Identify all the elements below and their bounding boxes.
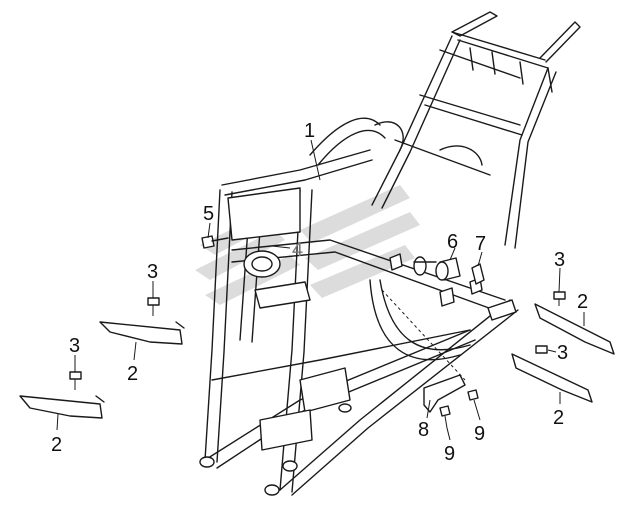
screw-b bbox=[467, 389, 479, 411]
leader-lines bbox=[74, 139, 561, 419]
bracket-left-lower bbox=[19, 395, 105, 419]
bolt-left-lower bbox=[69, 371, 82, 390]
callout-3-right-lower: 3 bbox=[557, 342, 568, 364]
callout-5: 5 bbox=[203, 203, 214, 225]
callout-9-b: 9 bbox=[474, 423, 485, 445]
callout-1: 1 bbox=[304, 120, 315, 142]
callout-2-right-upper: 2 bbox=[577, 291, 588, 313]
callout-labels: 1 5 4 6 7 3 3 3 3 2 2 2 2 8 9 9 bbox=[51, 120, 588, 465]
leader-9-b bbox=[476, 409, 481, 421]
bracket-left-upper bbox=[99, 321, 185, 345]
bolt-right-upper bbox=[553, 291, 566, 306]
callout-2-left-upper: 2 bbox=[127, 363, 138, 385]
bracket-right-upper bbox=[534, 303, 615, 355]
callout-6: 6 bbox=[447, 231, 458, 253]
bolt-right-lower bbox=[535, 345, 548, 354]
callout-8: 8 bbox=[418, 419, 429, 441]
callout-3-left-upper: 3 bbox=[147, 261, 158, 283]
bolt-left-upper bbox=[147, 297, 160, 316]
leader-2-left-upper bbox=[133, 341, 137, 361]
callout-2-left-lower: 2 bbox=[51, 434, 62, 456]
leader-2-left-lower bbox=[56, 413, 59, 431]
callout-3-right-upper: 3 bbox=[554, 249, 565, 271]
callout-9-a: 9 bbox=[444, 443, 455, 465]
frame-clip bbox=[471, 263, 485, 285]
screw-a bbox=[439, 405, 451, 429]
leader-9-a bbox=[446, 427, 451, 441]
callout-2-right-lower: 2 bbox=[553, 407, 564, 429]
bracket-right-lower bbox=[511, 353, 593, 403]
frame-bushing bbox=[413, 256, 461, 281]
callout-4: 4 bbox=[292, 239, 303, 261]
callout-3-left-lower: 3 bbox=[69, 335, 80, 357]
callout-7: 7 bbox=[475, 233, 486, 255]
